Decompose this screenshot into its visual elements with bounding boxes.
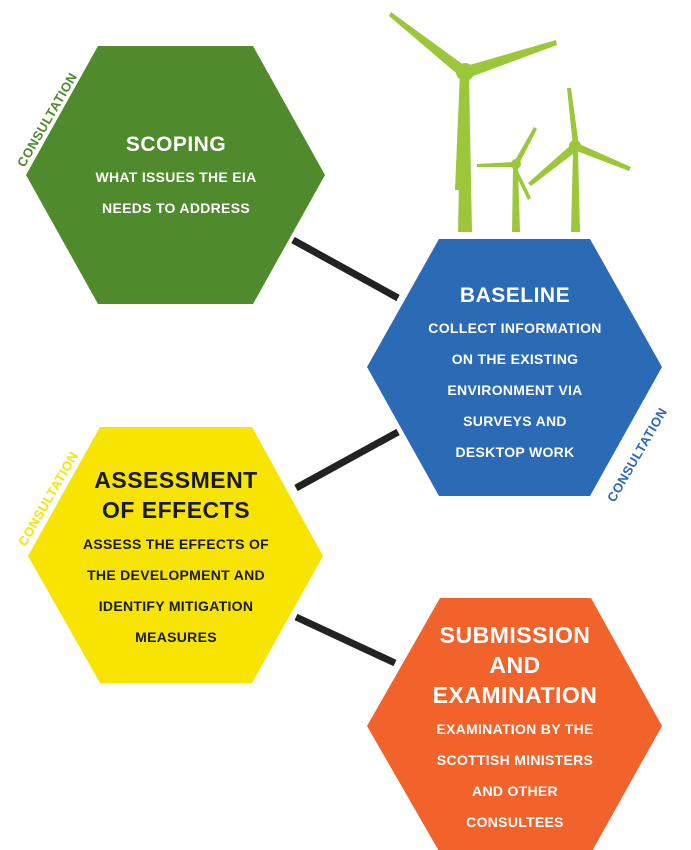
submission-hexagon: [367, 598, 662, 850]
assessment-desc-line-2: THE DEVELOPMENT AND: [87, 567, 265, 583]
submission-desc-line-2: SCOTTISH MINISTERS: [436, 752, 594, 768]
assessment-desc-line-4: MEASURES: [135, 629, 217, 645]
baseline-desc-line-2: ON THE EXISTING: [451, 351, 579, 367]
baseline-hexagon: [367, 239, 662, 496]
submission-title-line-3: EXAMINATION: [432, 682, 598, 708]
scoping-title: SCOPING: [125, 133, 227, 156]
wind-turbines-icon: [389, 12, 631, 232]
scoping-desc-line-1: WHAT ISSUES THE EIA: [95, 169, 257, 185]
baseline-text: BASELINE COLLECT INFORMATION ON THE EXIS…: [395, 283, 635, 468]
baseline-title: BASELINE: [459, 284, 571, 307]
submission-text: SUBMISSION AND EXAMINATION EXAMINATION B…: [395, 620, 635, 838]
assessment-title-line-2: OF EFFECTS: [101, 497, 251, 523]
assessment-hexagon: [28, 427, 323, 683]
submission-desc-line-1: EXAMINATION BY THE: [436, 721, 594, 737]
baseline-desc-line-5: DESKTOP WORK: [455, 444, 575, 460]
assessment-desc-line-1: ASSESS THE EFFECTS OF: [83, 536, 269, 552]
scoping-desc-line-2: NEEDS TO ADDRESS: [102, 200, 250, 216]
scoping-hexagon: [26, 46, 325, 304]
submission-desc-line-4: CONSULTEES: [466, 814, 564, 830]
baseline-desc-line-3: ENVIRONMENT VIA: [447, 382, 583, 398]
submission-title-line-1: SUBMISSION: [439, 622, 591, 648]
connector-assessment-submission: [294, 613, 397, 667]
scoping-text: SCOPING WHAT ISSUES THE EIA NEEDS TO ADD…: [56, 132, 296, 224]
assessment-text: ASSESSMENT OF EFFECTS ASSESS THE EFFECTS…: [56, 465, 296, 653]
connector-scoping-baseline: [291, 236, 400, 302]
baseline-desc-line-4: SURVEYS AND: [463, 413, 567, 429]
assessment-desc-line-3: IDENTIFY MITIGATION: [98, 598, 254, 614]
baseline-desc-line-1: COLLECT INFORMATION: [428, 320, 602, 336]
assessment-title-line-1: ASSESSMENT: [94, 467, 258, 493]
submission-title-line-2: AND: [489, 652, 541, 678]
submission-desc-line-3: AND OTHER: [472, 783, 558, 799]
connector-baseline-assessment: [294, 428, 400, 492]
